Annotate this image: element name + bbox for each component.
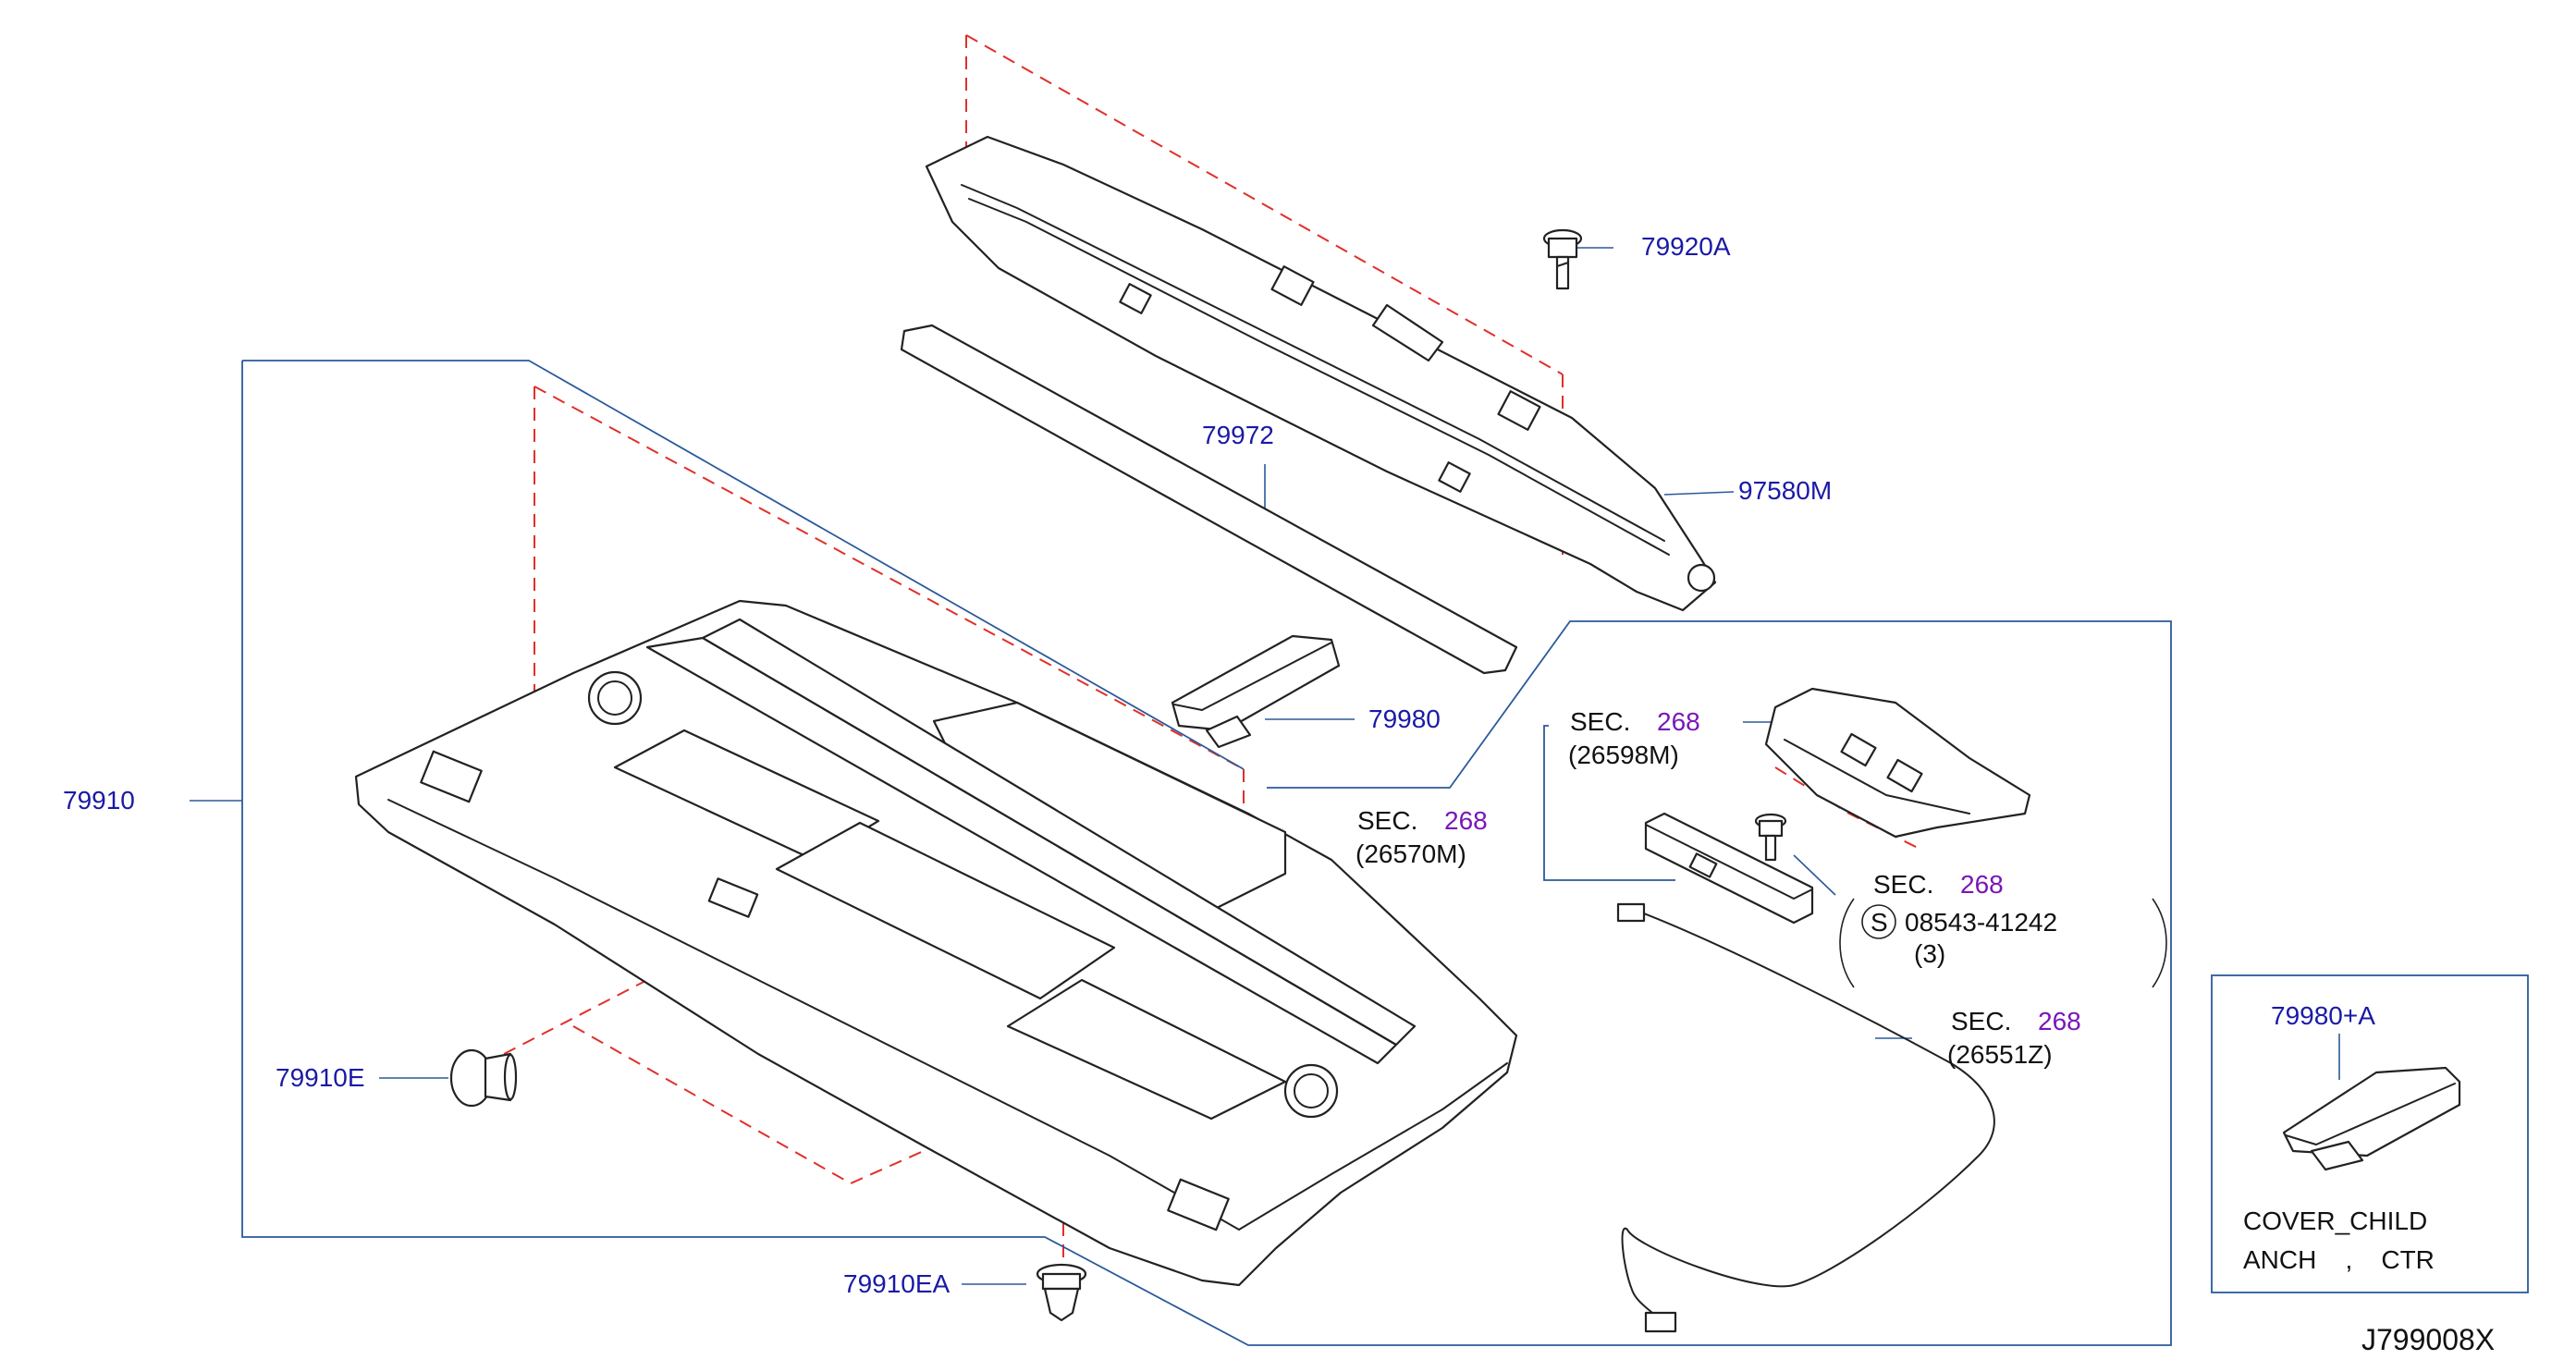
part-label-79910E: 79910E bbox=[276, 1063, 365, 1092]
part-label-79980: 79980 bbox=[1368, 704, 1441, 733]
screw-symbol: S bbox=[1871, 908, 1888, 937]
part-label-97580M: 97580M bbox=[1738, 476, 1832, 505]
harness-26551Z bbox=[1616, 902, 1995, 1333]
screw-callout-brackets bbox=[1839, 898, 2167, 988]
switch-module-26570M bbox=[1644, 812, 1814, 925]
inset-frame bbox=[2211, 974, 2529, 1293]
section-prefix-26551Z: SEC. bbox=[1951, 1007, 2011, 1035]
section-code-26598M: (26598M) bbox=[1568, 741, 1679, 769]
bolt-79920A bbox=[1542, 228, 1583, 290]
section-number-26598M: 268 bbox=[1657, 707, 1700, 736]
part-label-79972: 79972 bbox=[1202, 421, 1274, 449]
clip-79910EA bbox=[1036, 1263, 1087, 1322]
part-label-79980A: 79980+A bbox=[2271, 1001, 2375, 1030]
screw-part-number: 08543-41242 bbox=[1905, 908, 2057, 937]
screw-symbol-circle bbox=[1861, 904, 1896, 939]
part-label-79910EA: 79910EA bbox=[843, 1269, 951, 1298]
section-number-26551Z: 268 bbox=[2038, 1007, 2081, 1035]
section-code-26570M: (26570M) bbox=[1355, 839, 1466, 868]
part-label-79920A: 79920A bbox=[1641, 232, 1731, 261]
part-label-79910: 79910 bbox=[63, 786, 135, 815]
tonneau-rail-97580M bbox=[925, 135, 1717, 612]
cover-79980A bbox=[2282, 1066, 2461, 1171]
section-number-screw: 268 bbox=[1960, 870, 2004, 899]
inset-label-line2: ANCH , CTR bbox=[2243, 1245, 2435, 1274]
section-number-26570M: 268 bbox=[1444, 806, 1488, 835]
inset-label-line1: COVER_CHILD bbox=[2243, 1207, 2427, 1235]
section-prefix-26598M: SEC. bbox=[1570, 707, 1630, 736]
section-code-26551Z: (26551Z) bbox=[1947, 1040, 2053, 1069]
cover-79980 bbox=[1171, 634, 1341, 749]
parcel-shelf-79910 bbox=[354, 599, 1518, 1287]
section-prefix-26570M: SEC. bbox=[1357, 806, 1417, 835]
diagram-id: J799008X bbox=[2361, 1323, 2495, 1356]
strip-79972 bbox=[900, 324, 1518, 675]
clip-79910E bbox=[449, 1048, 518, 1108]
section-prefix-screw: SEC. bbox=[1873, 870, 1933, 899]
anchor-module-26598M bbox=[1764, 687, 2031, 839]
screw-08543 bbox=[1754, 813, 1787, 862]
assembly-frames bbox=[241, 360, 2529, 1346]
screw-quantity: (3) bbox=[1914, 939, 1945, 968]
